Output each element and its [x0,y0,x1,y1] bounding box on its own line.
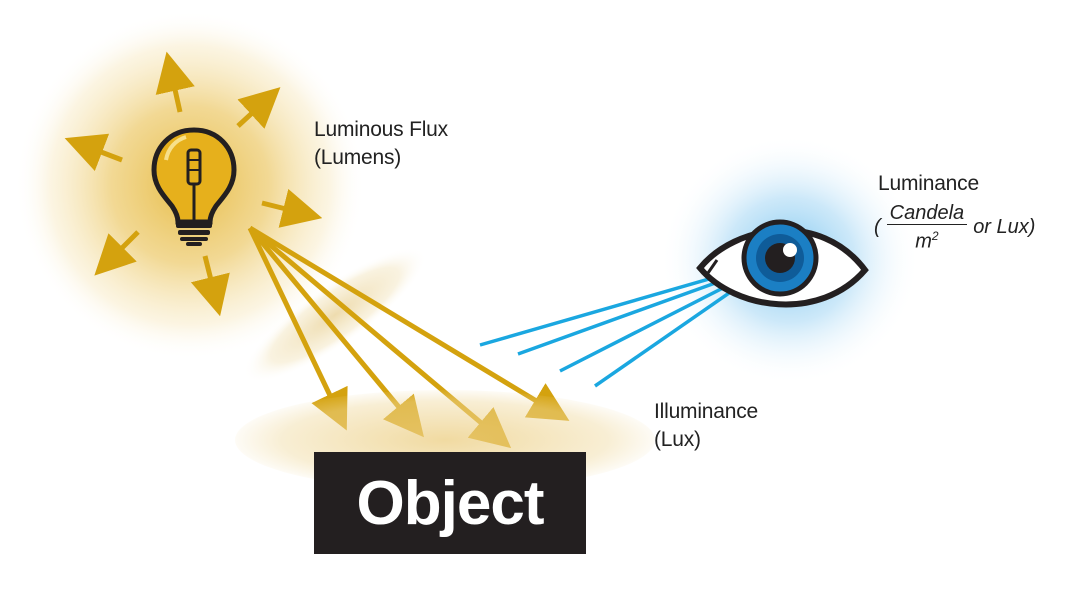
luminance-unit-formula: ( Candela m2 or Lux) [874,202,1035,253]
flux-arrow [190,255,230,317]
light-rays [247,225,570,449]
flux-arrow [236,87,281,129]
light-ray [247,226,348,431]
formula-tail: or Lux) [973,215,1036,238]
luminous-flux-title: Luminous Flux [314,118,448,141]
candela-per-m2-fraction: Candela m2 [886,202,968,253]
flux-arrow [64,133,123,172]
object-box: Object [314,452,586,554]
light-ray [248,225,570,421]
luminous-flux-label: Luminous Flux (Lumens) [314,116,448,172]
illumination-plane [243,247,427,383]
fraction-numerator: Candela [886,202,968,225]
illuminance-title: Illuminance [654,400,759,423]
luminous-flux-unit: (Lumens) [314,146,402,169]
fraction-denominator: m2 [915,225,938,253]
illuminance-unit: (Lux) [654,428,701,451]
formula-open-paren: ( [874,215,881,238]
radiating-arrows [64,51,323,317]
light-bulb-icon [151,127,237,246]
flux-arrow [155,51,195,113]
luminance-title: Luminance [878,172,979,195]
denominator-exponent: 2 [931,229,939,243]
illuminance-label: Illuminance (Lux) [654,398,758,454]
flux-arrow [261,188,323,228]
object-label: Object [356,468,545,538]
light-ray [248,226,424,438]
eye-icon [696,219,869,308]
flux-arrow [94,230,140,276]
denominator-base: m [915,230,932,253]
